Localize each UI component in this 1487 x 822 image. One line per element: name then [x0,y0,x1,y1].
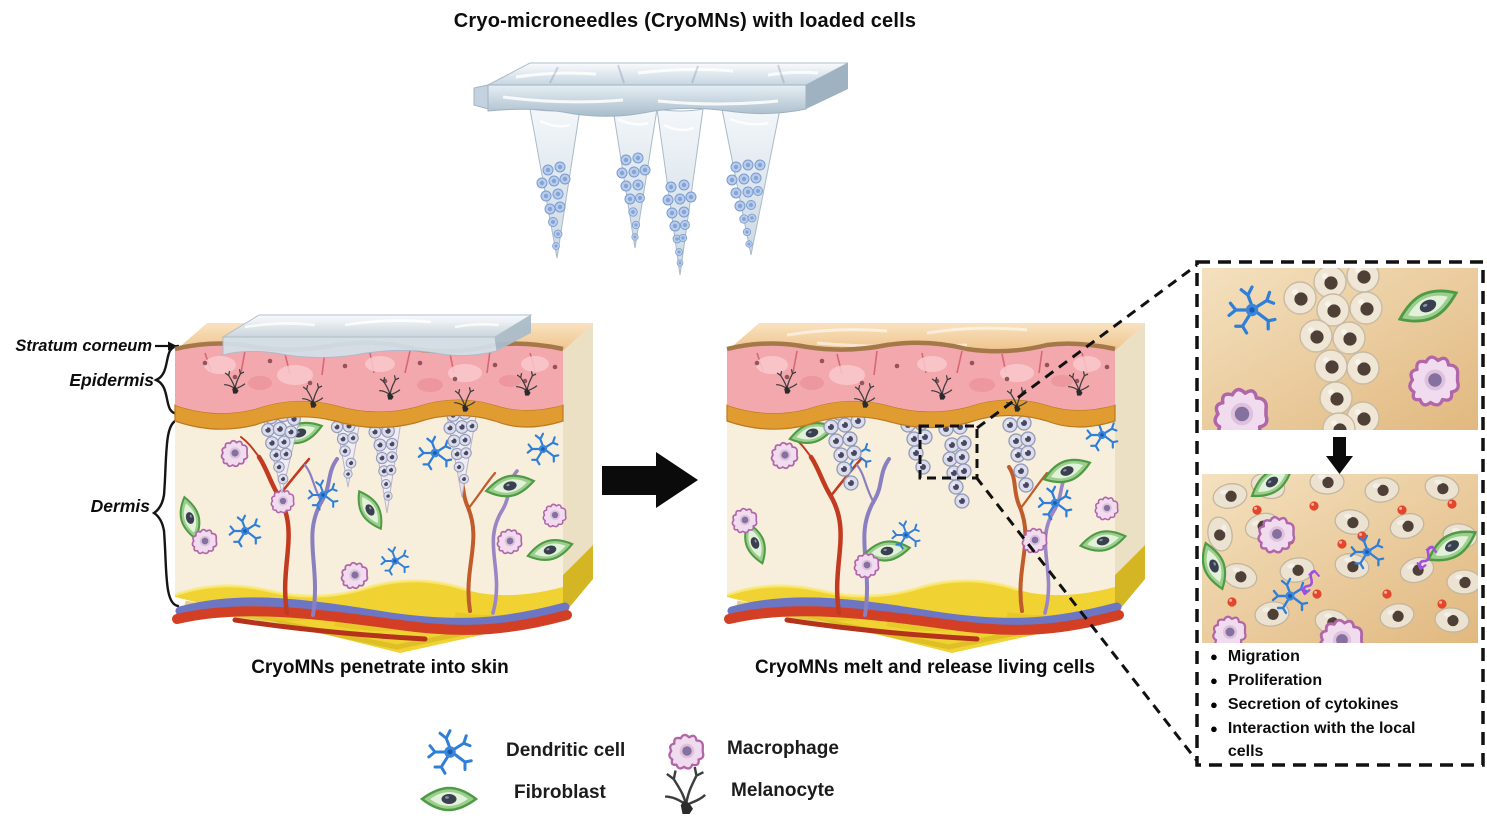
skin-block-release [717,323,1145,671]
cryomn-needles [529,108,781,276]
macrophage-closeup [1257,515,1296,554]
cryomn-array-illustration [473,62,849,276]
inset-panel-after [1202,474,1478,643]
epidermis-brace [153,344,180,416]
bullet-icon: ● [1210,673,1218,688]
stratum-corneum-label: Stratum corneum [15,337,152,355]
dermis-brace [151,418,180,608]
dendritic-cell-icon [427,729,473,775]
inset-panel-before [1202,268,1478,430]
bullet-icon: ● [1210,649,1218,664]
transition-arrow-icon [602,452,698,508]
cryomn-plate-on-skin [221,314,533,359]
inset-down-arrow-icon [1326,437,1353,474]
epidermis-label: Epidermis [69,370,154,390]
figure-title: Cryo-microneedles (CryoMNs) with loaded … [453,10,917,32]
dermis-label: Dermis [90,496,150,516]
legend-label-fibroblast: Fibroblast [514,782,606,803]
bullet-icon: ● [1210,697,1218,712]
fibroblast-icon [420,786,478,812]
loaded-cells [536,152,766,267]
inset-bullet-list: ● Migration ● Proliferation ● Secretion … [1206,645,1468,764]
cryomn-base-plate [473,62,849,117]
legend-label-dendritic: Dendritic cell [506,740,626,761]
bullet-text: Secretion of cytokines [1227,696,1399,713]
melanocyte-icon [663,765,707,814]
bullet-icon: ● [1210,721,1218,736]
bullet-text: Proliferation [1227,672,1323,689]
list-item: ● Interaction with the local cells [1206,717,1468,763]
list-item: ● Secretion of cytokines [1206,693,1468,716]
caption-penetrate: CryoMNs penetrate into skin [251,657,509,678]
list-item: ● Migration [1206,645,1468,668]
bullet-text: Interaction with the local cells [1227,720,1416,760]
legend-label-melanocyte: Melanocyte [731,780,835,801]
stratum-corneum-pointer-arrow-icon [155,341,177,351]
bullet-text: Migration [1227,648,1300,665]
caption-release: CryoMNs melt and release living cells [754,657,1096,678]
list-item: ● Proliferation [1206,669,1468,692]
macrophage-closeup [1408,355,1460,407]
skin-block-penetration [165,314,593,671]
layer-braces [151,344,180,608]
legend-label-macrophage: Macrophage [727,738,839,759]
